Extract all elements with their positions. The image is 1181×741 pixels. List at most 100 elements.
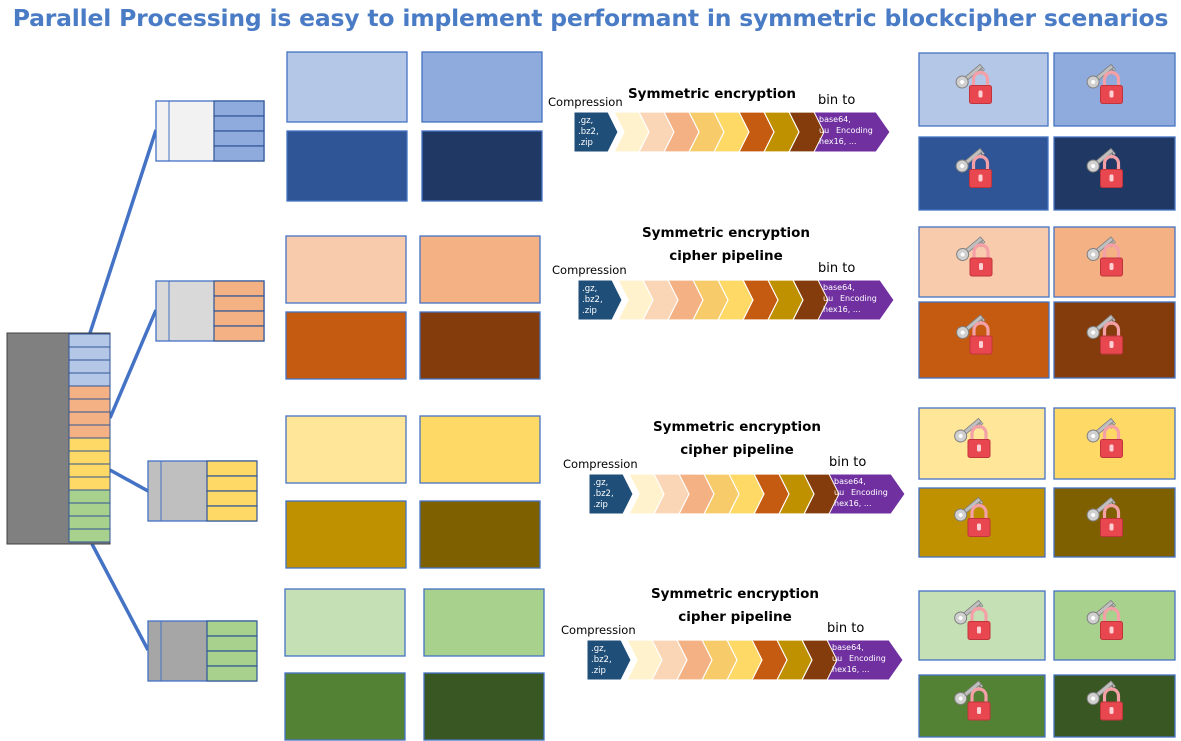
compression-label: Compression <box>563 457 638 471</box>
page-title: Parallel Processing is easy to implement… <box>12 4 1169 32</box>
connector-line <box>90 543 150 651</box>
group-orange: Symmetric encryption cipher pipelineCompr… <box>155 225 1176 380</box>
encoding-format: uu <box>819 126 829 135</box>
source-segment <box>68 489 111 504</box>
encoding-format: Encoding <box>836 126 873 135</box>
group-yellow: Symmetric encryption cipher pipelineCompr… <box>147 407 1176 569</box>
compression-format: .bz2, <box>582 295 603 305</box>
compression-format: .gz, <box>578 116 593 126</box>
pipeline-title: Symmetric encryption <box>642 225 810 241</box>
compression-format: .zip <box>593 500 608 510</box>
connector-line <box>108 309 158 419</box>
encoding-format: uu <box>832 654 842 663</box>
bin-to-label: bin to <box>827 621 864 636</box>
pipeline-title: Symmetric encryption <box>653 419 821 435</box>
chunk-segment <box>213 295 265 312</box>
chunk-segment <box>206 475 258 492</box>
data-block <box>285 415 407 484</box>
encoding-format: uu <box>823 294 833 303</box>
chunk-segment <box>206 620 258 637</box>
encoding-format: hex16, ... <box>832 665 869 674</box>
compression-step <box>573 111 619 153</box>
group-green: Symmetric encryption cipher pipelineCompr… <box>147 586 1176 741</box>
chunk-segment <box>206 490 258 507</box>
data-block <box>286 51 408 123</box>
data-block <box>419 500 541 569</box>
compression-label: Compression <box>561 623 636 637</box>
bin-to-label: bin to <box>818 93 855 108</box>
source-segment <box>68 476 111 491</box>
source-segment <box>68 411 111 426</box>
data-block <box>421 51 543 123</box>
compression-format: .zip <box>582 306 597 316</box>
encoding-format: base64, <box>823 283 855 292</box>
data-block <box>286 130 408 202</box>
pipeline-subtitle: cipher pipeline <box>678 609 792 625</box>
data-block <box>419 235 541 304</box>
data-block <box>285 311 407 380</box>
source-segment <box>68 463 111 478</box>
chunk-segment <box>213 100 265 117</box>
source-segment <box>68 385 111 400</box>
pipeline-subtitle: cipher pipeline <box>669 248 783 264</box>
encoding-format: hex16, ... <box>823 305 860 314</box>
source-segment <box>68 372 111 387</box>
encoding-format: Encoding <box>840 294 877 303</box>
encoding-step <box>828 473 906 515</box>
chunk-segment <box>206 650 258 667</box>
source-segment <box>68 528 111 543</box>
chunk-segment <box>206 460 258 477</box>
compression-format: .gz, <box>593 478 608 488</box>
bin-to-label: bin to <box>818 261 855 276</box>
bin-to-label: bin to <box>829 455 866 470</box>
compression-step <box>586 639 632 681</box>
compression-format: .gz, <box>582 284 597 294</box>
compression-format: .bz2, <box>593 489 614 499</box>
source-segment <box>68 515 111 530</box>
source-segment <box>68 333 111 348</box>
encoding-step <box>826 639 904 681</box>
compression-label: Compression <box>552 263 627 277</box>
data-block <box>285 235 407 304</box>
encoding-format: Encoding <box>849 654 886 663</box>
source-segment <box>68 450 111 465</box>
encoding-format: base64, <box>819 115 851 124</box>
encoding-step <box>813 111 891 153</box>
compression-step <box>577 279 623 321</box>
compression-label: Compression <box>548 95 623 109</box>
encoding-format: base64, <box>832 643 864 652</box>
data-block <box>421 130 543 202</box>
connector-line <box>88 129 158 334</box>
source-segment <box>68 346 111 361</box>
encoding-step <box>817 279 895 321</box>
data-block <box>419 415 541 484</box>
encrypted-block <box>1053 407 1176 480</box>
compression-format: .zip <box>591 666 606 676</box>
connector-line <box>109 468 149 493</box>
encoding-format: hex16, ... <box>819 137 856 146</box>
pipeline-title: Symmetric encryption <box>628 86 796 102</box>
compression-format: .zip <box>578 138 593 148</box>
data-block <box>284 588 406 657</box>
chunk-segment <box>206 505 258 522</box>
compression-step <box>588 473 634 515</box>
chunk-segment <box>213 115 265 132</box>
chunk-segment <box>213 145 265 162</box>
encoding-format: uu <box>834 488 844 497</box>
chunk-segment <box>206 635 258 652</box>
data-block <box>423 588 545 657</box>
chunk-segment <box>213 310 265 327</box>
pipeline-title: Symmetric encryption <box>651 586 819 602</box>
data-block <box>423 672 545 741</box>
compression-format: .gz, <box>591 644 606 654</box>
pipeline-subtitle: cipher pipeline <box>680 442 794 458</box>
data-block <box>285 500 407 569</box>
source-segment <box>68 502 111 517</box>
encoding-format: base64, <box>834 477 866 486</box>
data-block <box>284 672 406 741</box>
source-segment <box>68 437 111 452</box>
chunk-segment <box>213 280 265 297</box>
encoding-format: hex16, ... <box>834 499 871 508</box>
